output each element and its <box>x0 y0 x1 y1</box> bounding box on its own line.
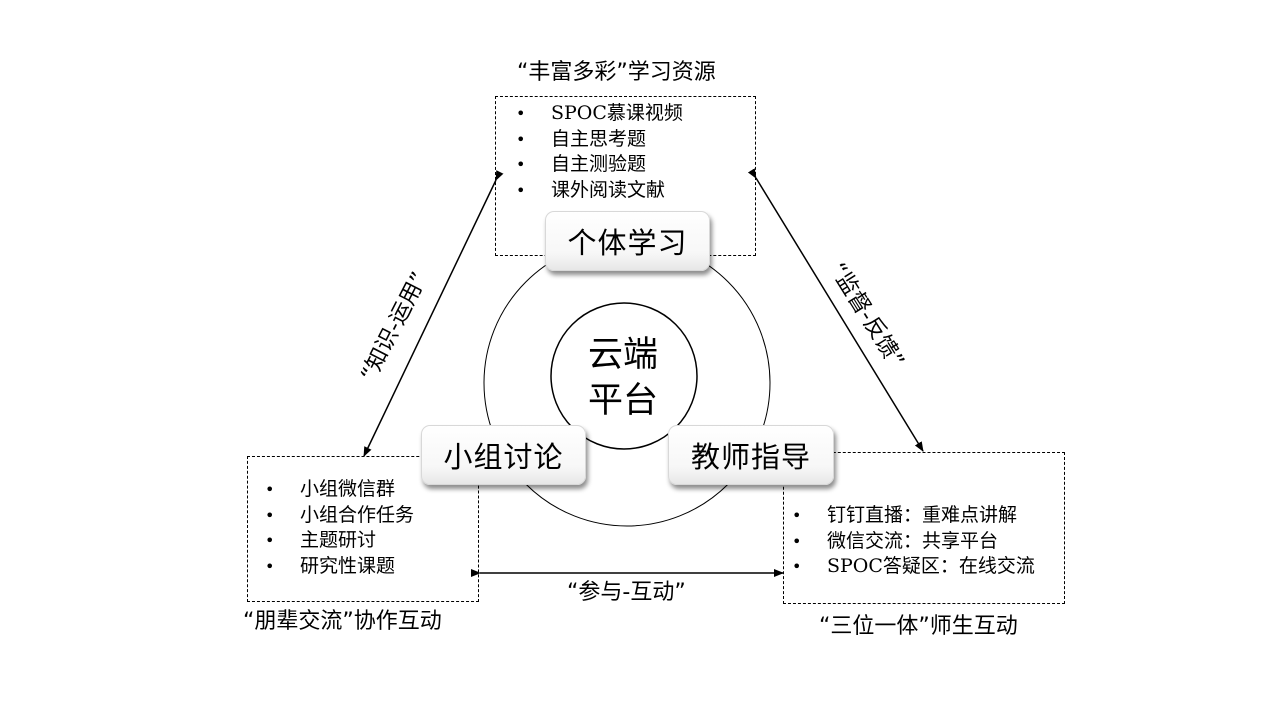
list-item: 小组合作任务 <box>254 503 414 529</box>
list-item: 钉钉直播：重难点讲解 <box>781 503 1035 529</box>
top-resource-list: SPOC慕课视频 自主思考题 自主测验题 课外阅读文献 <box>505 101 683 203</box>
list-item: 研究性课题 <box>254 554 414 580</box>
bottom-connector-label: “参与-互动” <box>567 580 686 605</box>
right-connector-arrow <box>747 168 924 452</box>
inner-ring <box>550 302 698 450</box>
list-item: 小组微信群 <box>254 477 414 503</box>
center-line-1: 云端 <box>587 335 658 375</box>
right-section-title: “三位一体”师生互动 <box>819 614 1018 639</box>
left-section-title: “朋辈交流”协作互动 <box>243 609 442 634</box>
right-teacher-list: 钉钉直播：重难点讲解 微信交流：共享平台 SPOC答疑区：在线交流 <box>781 503 1035 580</box>
list-item: 微信交流：共享平台 <box>781 529 1035 555</box>
list-item: 自主测验题 <box>505 152 683 178</box>
top-section-title: “丰富多彩”学习资源 <box>517 60 716 85</box>
pill-group-discussion: 小组讨论 <box>421 425 586 485</box>
left-collab-box <box>247 456 479 602</box>
pill-individual-learning: 个体学习 <box>545 211 710 271</box>
list-item: SPOC答疑区：在线交流 <box>781 554 1035 580</box>
list-item: 自主思考题 <box>505 127 683 153</box>
left-connector-arrow <box>363 170 504 457</box>
list-item: SPOC慕课视频 <box>505 101 683 127</box>
left-collab-list: 小组微信群 小组合作任务 主题研讨 研究性课题 <box>254 477 414 579</box>
cloud-platform-label: 云端 平台 <box>552 332 694 424</box>
center-line-2: 平台 <box>587 381 658 421</box>
list-item: 主题研讨 <box>254 528 414 554</box>
list-item: 课外阅读文献 <box>505 178 683 204</box>
pill-teacher-guidance: 教师指导 <box>668 425 834 485</box>
